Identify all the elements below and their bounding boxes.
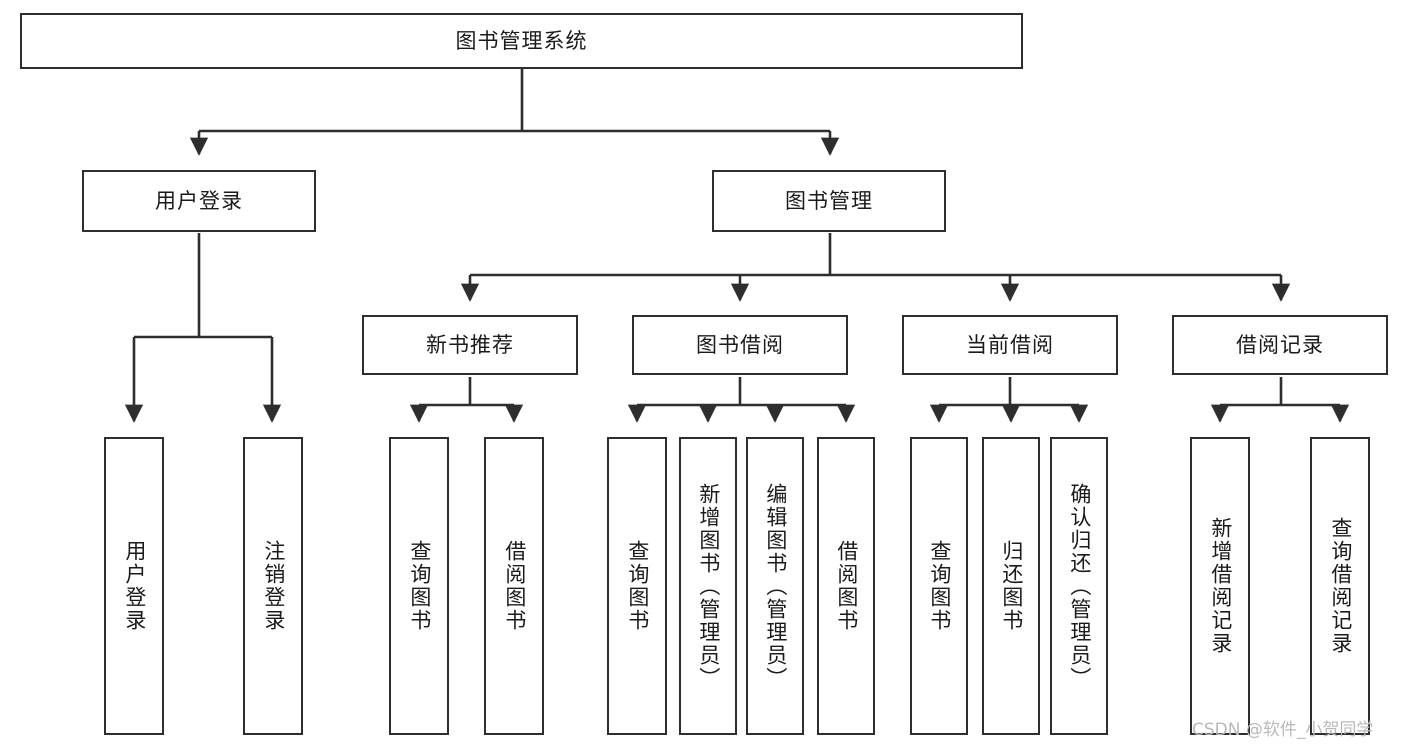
node-label: 查询图书 <box>625 540 650 632</box>
node-label: 借阅图书 <box>834 540 859 632</box>
node-user-login[interactable]: 用户登录 <box>82 170 316 232</box>
node-label: 图书管理系统 <box>455 28 588 53</box>
node-label: 借阅记录 <box>1236 332 1324 357</box>
node-label: 当前借阅 <box>966 332 1054 357</box>
node-leaf-user-login[interactable]: 用户登录 <box>104 437 164 735</box>
node-leaf-borrow-book-1[interactable]: 借阅图书 <box>484 437 544 735</box>
node-leaf-add-record[interactable]: 新增借阅记录 <box>1190 437 1250 735</box>
node-label: 确认归还（管理员） <box>1067 482 1092 690</box>
node-label: 图书管理 <box>785 188 873 213</box>
node-label: 编辑图书（管理员） <box>763 482 788 690</box>
node-label: 查询图书 <box>927 540 952 632</box>
node-label: 注销登录 <box>261 540 286 632</box>
node-leaf-edit-book[interactable]: 编辑图书（管理员） <box>746 437 804 735</box>
node-borrow-record[interactable]: 借阅记录 <box>1172 315 1388 375</box>
node-new-book-recommend[interactable]: 新书推荐 <box>362 315 578 375</box>
node-leaf-query-book-3[interactable]: 查询图书 <box>910 437 968 735</box>
node-leaf-query-book-1[interactable]: 查询图书 <box>389 437 449 735</box>
node-book-management[interactable]: 图书管理 <box>712 170 946 232</box>
node-label: 查询借阅记录 <box>1328 517 1353 655</box>
node-book-borrow[interactable]: 图书借阅 <box>632 315 848 375</box>
node-leaf-query-book-2[interactable]: 查询图书 <box>607 437 667 735</box>
node-root-book-management-system[interactable]: 图书管理系统 <box>20 13 1023 69</box>
watermark: CSDN @软件_小贺同学 <box>1192 720 1374 740</box>
node-leaf-query-record[interactable]: 查询借阅记录 <box>1310 437 1370 735</box>
node-leaf-return-book[interactable]: 归还图书 <box>982 437 1040 735</box>
node-label: 借阅图书 <box>502 540 527 632</box>
node-label: 用户登录 <box>122 540 147 632</box>
node-leaf-confirm-return[interactable]: 确认归还（管理员） <box>1050 437 1108 735</box>
node-current-borrow[interactable]: 当前借阅 <box>902 315 1118 375</box>
node-leaf-borrow-book-2[interactable]: 借阅图书 <box>817 437 875 735</box>
node-leaf-logout-login[interactable]: 注销登录 <box>243 437 303 735</box>
node-label: 用户登录 <box>155 188 243 213</box>
node-label: 新增图书（管理员） <box>696 482 721 690</box>
node-label: 归还图书 <box>999 540 1024 632</box>
node-leaf-add-book[interactable]: 新增图书（管理员） <box>679 437 737 735</box>
node-label: 查询图书 <box>407 540 432 632</box>
node-label: 新书推荐 <box>426 332 514 357</box>
node-label: 新增借阅记录 <box>1208 517 1233 655</box>
node-label: 图书借阅 <box>696 332 784 357</box>
